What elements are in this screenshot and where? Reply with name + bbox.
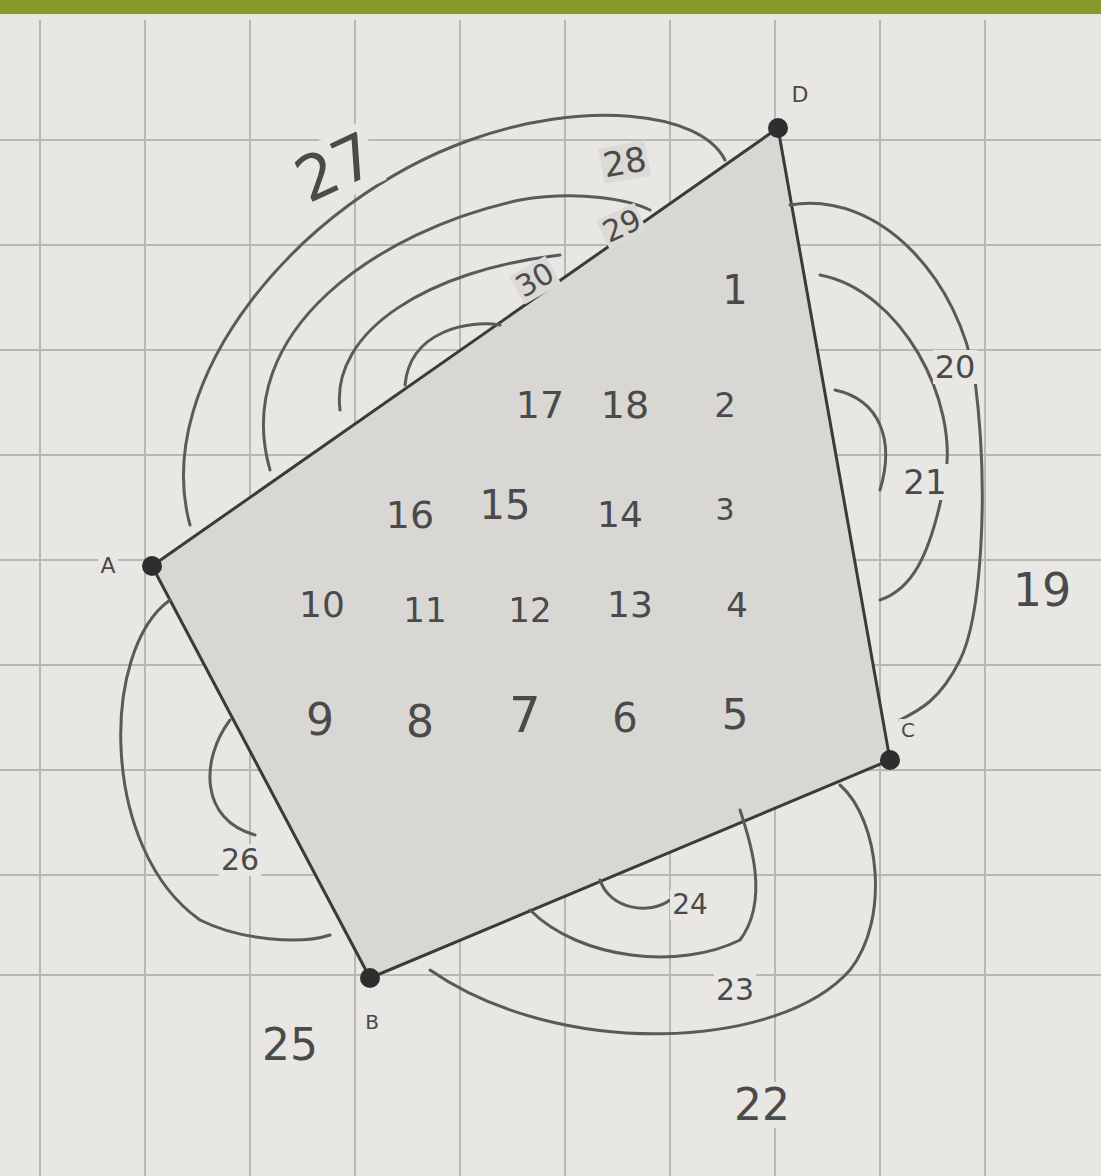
callout-number: 28 xyxy=(599,140,652,184)
callout-number: 8 xyxy=(404,699,436,745)
callout-number: 6 xyxy=(610,697,639,739)
callout-number: 2 xyxy=(712,387,738,423)
callout-number: 7 xyxy=(507,689,543,741)
callout-number: 22 xyxy=(732,1082,792,1128)
callout-number: 17 xyxy=(514,385,566,425)
callout-number: 12 xyxy=(506,592,553,628)
grid-lines xyxy=(0,20,1101,1176)
callout-number: C xyxy=(899,719,917,741)
callout-number: 14 xyxy=(595,496,645,534)
callout-number: 11 xyxy=(401,592,448,628)
callout-number: D xyxy=(790,83,811,107)
callout-number: B xyxy=(363,1011,381,1033)
callout-number: 4 xyxy=(724,587,750,623)
callout-number: 3 xyxy=(713,494,736,526)
callout-number: 20 xyxy=(933,350,978,384)
callout-number: 1 xyxy=(720,269,749,311)
callout-number: 26 xyxy=(219,844,261,876)
callout-number: 13 xyxy=(605,586,655,624)
top-bar xyxy=(0,0,1101,14)
callout-number: 24 xyxy=(670,890,710,920)
callout-number: 23 xyxy=(714,974,756,1006)
callout-number: 27 xyxy=(284,121,386,214)
quadrilateral xyxy=(152,128,890,978)
callout-number: 19 xyxy=(1011,566,1074,614)
callout-number: 21 xyxy=(901,464,948,500)
callout-number: 16 xyxy=(384,495,436,535)
callout-number: 10 xyxy=(297,586,347,624)
callout-number: 18 xyxy=(599,385,651,425)
callout-number: 9 xyxy=(304,697,336,743)
callout-number: A xyxy=(98,554,117,578)
angle-arcs xyxy=(121,115,982,1033)
callout-number: 15 xyxy=(478,484,533,526)
callout-number: 5 xyxy=(720,693,751,737)
vertex-dots xyxy=(142,118,900,988)
callout-number: 25 xyxy=(260,1022,320,1068)
